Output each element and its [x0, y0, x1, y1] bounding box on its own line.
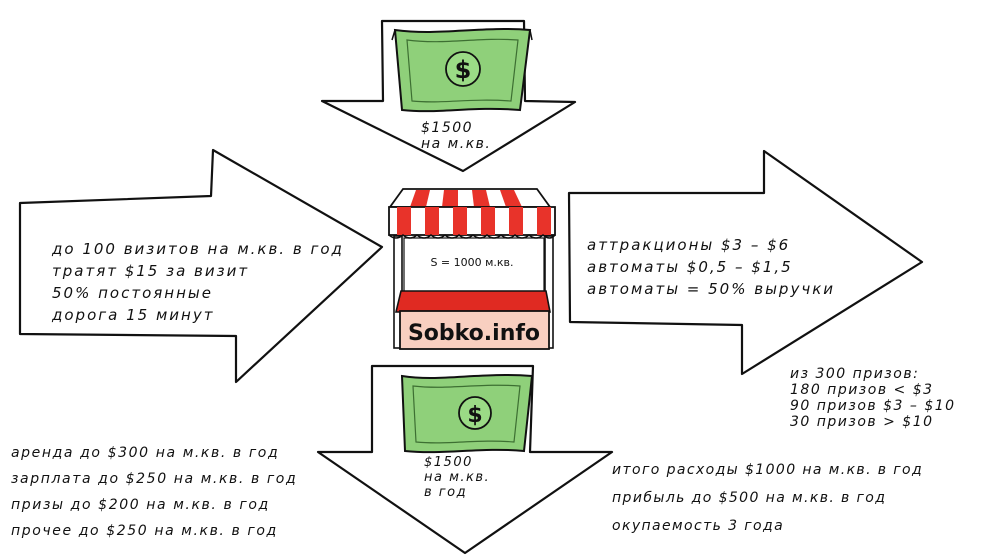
prizes-line: 180 призов < $3	[790, 382, 934, 398]
visitors-line: 50% постоянные	[52, 284, 213, 302]
stall-brand-label: Sobko.info	[408, 321, 540, 346]
top-bill-unit: на м.кв.	[421, 136, 492, 152]
totals-line: прибыль до $500 на м.кв. в год	[612, 490, 887, 506]
costs-line: призы до $200 на м.кв. в год	[11, 497, 270, 513]
visitors-line: до 100 визитов на м.кв. в год	[52, 240, 344, 258]
market-stall-illustration	[388, 188, 556, 350]
bottom-dollar-bill-icon: $	[400, 374, 534, 454]
costs-text-block: аренда до $300 на м.кв. в год зарплата д…	[11, 440, 297, 544]
costs-line: зарплата до $250 на м.кв. в год	[11, 471, 298, 487]
prizes-title: из 300 призов:	[790, 366, 920, 382]
prizes-line: 30 призов > $10	[790, 414, 934, 430]
top-dollar-bill-icon: $	[391, 28, 533, 113]
bottom-bill-price: $1500	[424, 455, 473, 470]
bottom-bill-period: в год	[424, 485, 468, 500]
svg-text:$: $	[467, 403, 482, 428]
stall-area-label: S = 1000 м.кв.	[430, 256, 513, 269]
revenue-text-block: аттракционы $3 – $6 автоматы $0,5 – $1,5…	[587, 234, 835, 300]
bottom-bill-caption: $1500 на м.кв. в год	[424, 455, 490, 500]
revenue-line: автоматы $0,5 – $1,5	[587, 258, 793, 276]
left-visitors-arrow	[18, 148, 384, 384]
totals-line: окупаемость 3 года	[612, 518, 785, 534]
bottom-bill-unit: на м.кв.	[424, 470, 491, 485]
svg-text:$: $	[455, 56, 472, 84]
revenue-line: аттракционы $3 – $6	[587, 236, 791, 254]
totals-text-block: итого расходы $1000 на м.кв. в год прибы…	[612, 456, 923, 540]
costs-line: прочее до $250 на м.кв. в год	[11, 523, 278, 539]
visitors-line: тратят $15 за визит	[52, 262, 250, 280]
visitors-text-block: до 100 визитов на м.кв. в год тратят $15…	[52, 238, 344, 326]
top-bill-price: $1500	[421, 120, 474, 136]
top-bill-caption: $1500 на м.кв.	[421, 120, 491, 152]
right-revenue-arrow	[567, 149, 924, 376]
revenue-line: автоматы = 50% выручки	[587, 280, 836, 298]
costs-line: аренда до $300 на м.кв. в год	[11, 445, 280, 461]
totals-line: итого расходы $1000 на м.кв. в год	[612, 462, 924, 478]
prizes-text-block: из 300 призов: 180 призов < $3 90 призов…	[790, 366, 956, 430]
visitors-line: дорога 15 минут	[52, 306, 215, 324]
prizes-line: 90 призов $3 – $10	[790, 398, 956, 414]
